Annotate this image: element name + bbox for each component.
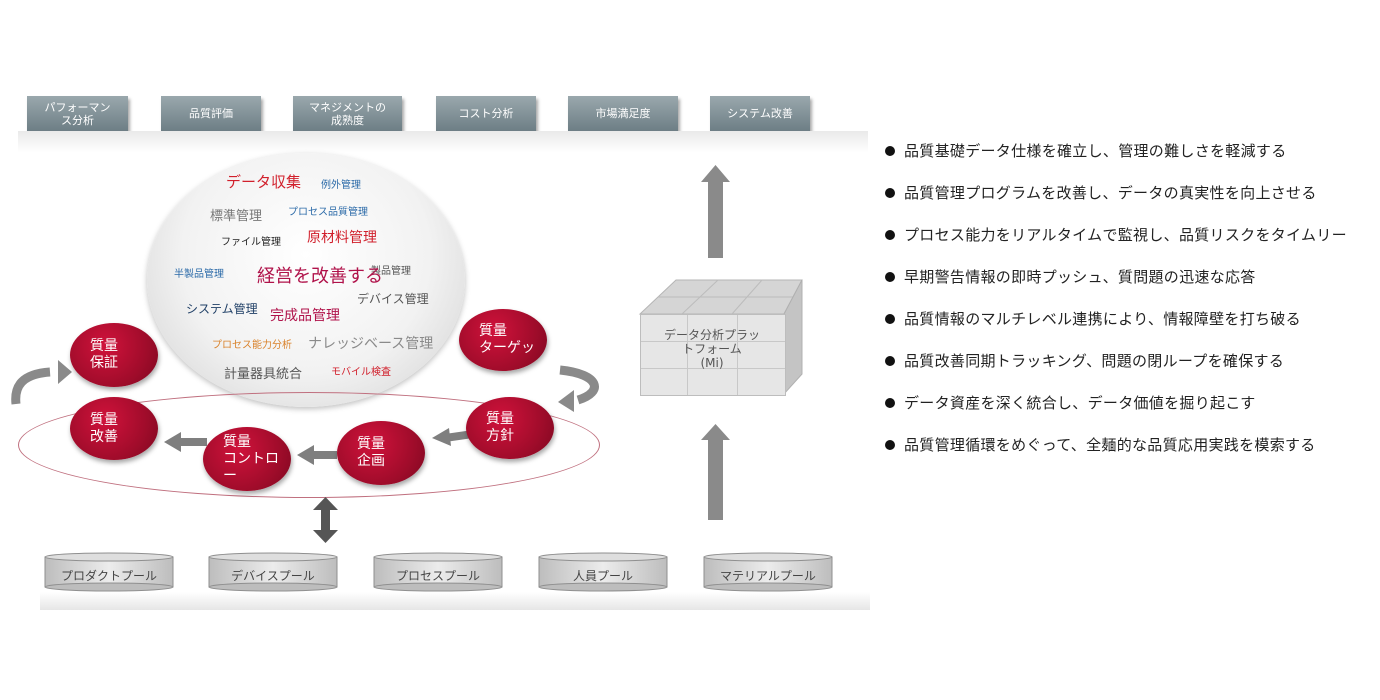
- curved-arrow-left: [11, 367, 51, 405]
- benefit-item: 早期警告情報の即時プッシュ、質問題の迅速な応答: [884, 256, 1364, 298]
- cloud-word: デバイス管理: [357, 292, 429, 306]
- cloud-word: 完成品管理: [270, 308, 340, 324]
- cloud-word: 原材料管理: [307, 230, 377, 246]
- metric-box-system-improvement: システム改善: [710, 96, 810, 131]
- bullet-dot: [885, 146, 895, 156]
- pool-label-material: マテリアルプール: [720, 569, 816, 583]
- benefit-item: プロセス能力をリアルタイムで監視し、品質リスクをタイムリー: [884, 214, 1364, 256]
- metric-box-quality-evaluation: 品質評価: [161, 96, 261, 131]
- arrow-up-platform-head: [701, 165, 730, 182]
- cloud-word: 半製品管理: [174, 269, 224, 280]
- pool-cylinder-material: [703, 552, 833, 592]
- benefit-item: 品質管理循環をめぐって、全麺的な品質応用実践を模索する: [884, 424, 1364, 466]
- topic-cloud: [147, 153, 465, 407]
- node-quality-control: 質量 コントロー: [203, 427, 291, 491]
- double-arrow-head-up: [313, 497, 338, 510]
- bullet-dot: [885, 440, 895, 450]
- double-arrow-shaft: [321, 508, 330, 532]
- bullet-dot: [885, 188, 895, 198]
- benefit-item: 品質管理プログラムを改善し、データの真実性を向上させる: [884, 172, 1364, 214]
- bullet-dot: [885, 398, 895, 408]
- cycle-ring: [18, 392, 600, 498]
- cloud-word: 製品管理: [371, 266, 411, 277]
- cloud-word: 経営を改善する: [257, 266, 383, 287]
- cloud-word: ナレッジベース管理: [308, 336, 434, 352]
- benefit-list: 品質基礎データ仕様を確立し、管理の難しさを軽減する 品質管理プログラムを改善し、…: [884, 130, 1364, 466]
- benefit-item: データ資産を深く統合し、データ価値を掘り起こす: [884, 382, 1364, 424]
- platform-cube-front: [640, 314, 786, 396]
- pool-cylinder-product: [44, 552, 174, 592]
- node-quality-policy: 質量 方針: [466, 397, 554, 459]
- bottom-shelf: [40, 592, 870, 610]
- cloud-word: ファイル管理: [221, 237, 281, 248]
- double-arrow-head-down: [313, 530, 338, 543]
- pool-label-process: プロセスプール: [395, 569, 480, 583]
- metric-box-cost-analysis: コスト分析: [436, 96, 536, 131]
- cycle-arrows: [11, 165, 730, 543]
- cloud-word: 標準管理: [210, 209, 263, 224]
- arrow-up-platform-shaft: [708, 180, 723, 258]
- benefit-item: 品質基礎データ仕様を確立し、管理の難しさを軽減する: [884, 130, 1364, 172]
- curved-arrow-left-head: [58, 360, 72, 384]
- cloud-word: モバイル検査: [331, 367, 391, 378]
- node-quality-assurance: 質量 保証: [70, 323, 158, 387]
- pool-label-personnel: 人員プール: [572, 569, 633, 583]
- cloud-word: データ収集: [226, 173, 302, 191]
- arrow-control-improvement-head: [164, 432, 181, 452]
- cloud-word: 計量器具統合: [224, 367, 303, 382]
- pool-cylinder-process: [373, 552, 503, 592]
- arrow-up-pools-shaft: [708, 438, 723, 520]
- benefit-item: 品質改善同期トラッキング、問題の閉ループを確保する: [884, 340, 1364, 382]
- bullet-dot: [885, 356, 895, 366]
- benefit-item: 品質情報のマルチレベル連携により、情報障壁を打ち破る: [884, 298, 1364, 340]
- pool-label-product: プロダクトプール: [60, 569, 157, 583]
- platform-label: データ分析プラッ トフォーム (Mi): [663, 328, 760, 370]
- cloud-word: プロセス能力分析: [212, 340, 292, 351]
- arrow-planning-control: [312, 451, 337, 459]
- arrow-policy-planning: [447, 430, 471, 442]
- metric-box-market-satisfaction: 市場満足度: [568, 96, 678, 131]
- cloud-word: システム管理: [186, 302, 258, 316]
- bullet-dot: [885, 314, 895, 324]
- pool-cylinder-device: [208, 552, 338, 592]
- pool-label-device: デバイスプール: [231, 569, 315, 583]
- cloud-word: 例外管理: [321, 180, 361, 191]
- arrow-planning-control-head: [297, 445, 314, 465]
- curved-arrow-right-head: [558, 390, 574, 412]
- pool-cylinder-personnel: [538, 552, 668, 592]
- curved-arrow-right: [559, 365, 599, 405]
- arrow-up-pools-head: [701, 424, 730, 440]
- top-shelf: [18, 131, 868, 153]
- node-quality-improvement: 質量 改善: [70, 397, 158, 460]
- metric-box-management-maturity: マネジメントの 成熟度: [293, 96, 402, 131]
- pools-drawing: [44, 552, 833, 592]
- cloud-word: プロセス品質管理: [288, 207, 368, 218]
- node-quality-planning: 質量 企画: [337, 421, 425, 485]
- bullet-dot: [885, 272, 895, 282]
- arrow-control-improvement: [180, 438, 207, 446]
- metric-box-performance: パフォーマン ス分析: [27, 96, 128, 131]
- arrow-policy-planning-head: [432, 428, 451, 446]
- node-quality-target: 質量 ターゲッ: [459, 309, 547, 371]
- bullet-dot: [885, 230, 895, 240]
